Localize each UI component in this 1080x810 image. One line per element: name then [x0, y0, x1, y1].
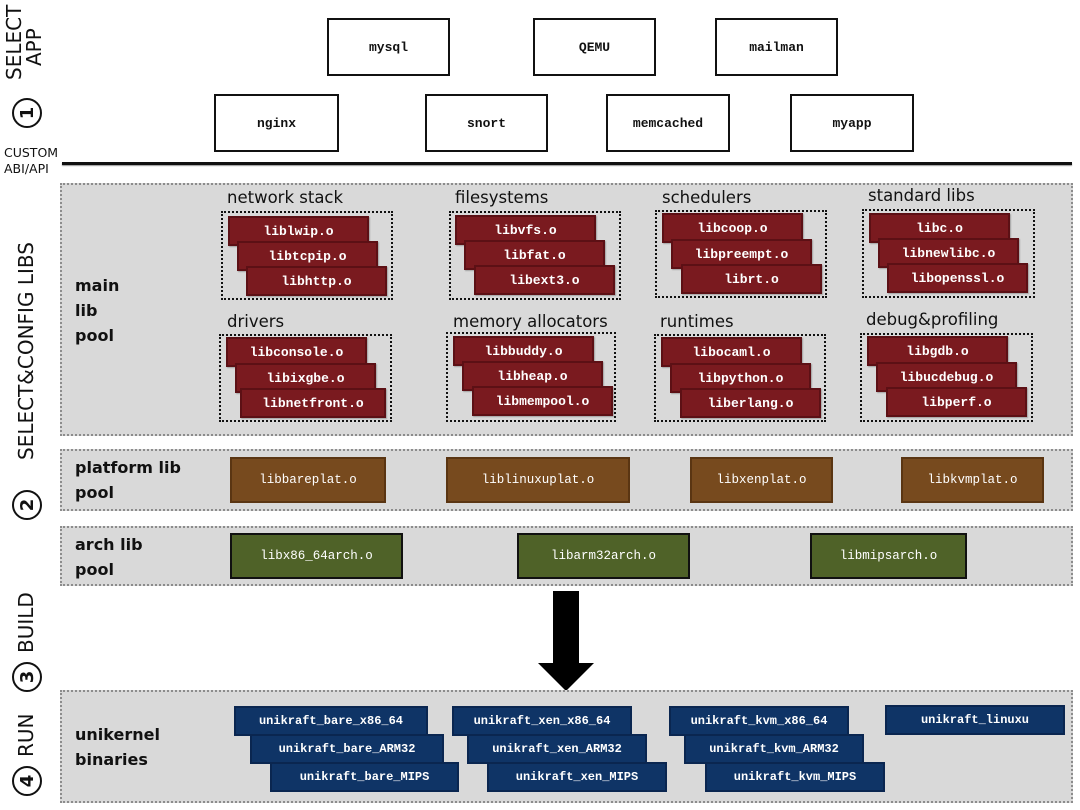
- step1-number: 1: [16, 106, 38, 120]
- binary-unikraft-kvm-x86-64[interactable]: unikraft_kvm_x86_64: [669, 706, 849, 736]
- platform-pool-label-line1: platform lib: [75, 458, 181, 477]
- step3-number-badge: 3: [12, 662, 42, 692]
- group-title-memory-allocators: memory allocators: [453, 312, 608, 331]
- binary-unikraft-linuxu[interactable]: unikraft_linuxu: [885, 705, 1065, 735]
- group-standard-libs: [862, 209, 1035, 298]
- binaries-label-line1: unikernel: [75, 725, 160, 744]
- lib-libopenssl[interactable]: libopenssl.o: [887, 263, 1028, 293]
- app-box-mailman[interactable]: mailman: [715, 18, 838, 76]
- lib-libmempool[interactable]: libmempool.o: [472, 386, 613, 416]
- lib-librt[interactable]: librt.o: [681, 264, 822, 294]
- arch-pool-label-line1: arch lib: [75, 535, 143, 554]
- step1-label: SELECT APP: [2, 4, 46, 80]
- step2-number-badge: 2: [12, 490, 42, 520]
- build-arrow-icon: [538, 591, 594, 691]
- step1-number-badge: 1: [12, 98, 42, 128]
- custom-abi-label: CUSTOM ABI/API: [4, 145, 58, 177]
- lib-libext3[interactable]: libext3.o: [474, 265, 615, 295]
- platform-lib-libkvmplat[interactable]: libkvmplat.o: [901, 457, 1044, 503]
- platform-pool-label-line2: pool: [75, 483, 114, 502]
- platform-lib-pool-label: platform lib pool: [75, 455, 181, 505]
- group-debug-profiling: [860, 333, 1033, 422]
- app-box-snort[interactable]: snort: [425, 94, 548, 152]
- step4-number-badge: 4: [12, 766, 42, 796]
- group-title-runtimes: runtimes: [660, 312, 734, 331]
- main-pool-label-line1: main: [75, 276, 120, 295]
- binary-unikraft-xen-arm32[interactable]: unikraft_xen_ARM32: [467, 734, 647, 764]
- arch-lib-libx86-64arch[interactable]: libx86_64arch.o: [230, 533, 403, 579]
- step1-label-line1: SELECT: [2, 4, 26, 80]
- lib-libnetfront[interactable]: libnetfront.o: [240, 388, 386, 418]
- platform-lib-liblinuxuplat[interactable]: liblinuxuplat.o: [446, 457, 630, 503]
- binary-unikraft-xen-x86-64[interactable]: unikraft_xen_x86_64: [452, 706, 632, 736]
- platform-lib-libbareplat[interactable]: libbareplat.o: [230, 457, 386, 503]
- app-box-mysql[interactable]: mysql: [327, 18, 450, 76]
- group-filesystems: [449, 211, 621, 300]
- lib-libocaml[interactable]: libocaml.o: [661, 337, 802, 367]
- group-runtimes: [654, 334, 826, 422]
- abi-separator-line: [62, 162, 1072, 165]
- lib-libconsole[interactable]: libconsole.o: [226, 337, 367, 367]
- binary-unikraft-kvm-mips[interactable]: unikraft_kvm_MIPS: [705, 762, 885, 792]
- lib-libperf[interactable]: libperf.o: [886, 387, 1027, 417]
- group-title-standard-libs: standard libs: [868, 186, 975, 205]
- app-box-memcached[interactable]: memcached: [606, 94, 730, 152]
- main-pool-label-line2: lib: [75, 301, 98, 320]
- app-box-myapp[interactable]: myapp: [790, 94, 914, 152]
- arch-lib-libarm32arch[interactable]: libarm32arch.o: [517, 533, 690, 579]
- group-title-debug-profiling: debug&profiling: [866, 310, 999, 329]
- binary-unikraft-bare-arm32[interactable]: unikraft_bare_ARM32: [250, 734, 444, 764]
- arch-lib-libmipsarch[interactable]: libmipsarch.o: [810, 533, 967, 579]
- binaries-label-line2: binaries: [75, 750, 148, 769]
- arch-lib-pool-label: arch lib pool: [75, 532, 143, 582]
- arch-pool-label-line2: pool: [75, 560, 114, 579]
- step1-label-line2: APP: [22, 28, 46, 66]
- step4-number: 4: [16, 774, 38, 788]
- group-network-stack: [221, 211, 393, 300]
- binary-unikraft-bare-x86-64[interactable]: unikraft_bare_x86_64: [234, 706, 428, 736]
- binary-unikraft-xen-mips[interactable]: unikraft_xen_MIPS: [487, 762, 667, 792]
- main-lib-pool-label: main lib pool: [75, 273, 119, 348]
- custom-abi-line2: ABI/API: [4, 161, 49, 176]
- group-schedulers: [655, 210, 827, 298]
- group-title-network-stack: network stack: [227, 188, 344, 207]
- app-box-qemu[interactable]: QEMU: [533, 18, 656, 76]
- unikernel-binaries-label: unikernel binaries: [75, 722, 160, 772]
- step4-label: RUN: [14, 713, 38, 758]
- platform-lib-libxenplat[interactable]: libxenplat.o: [690, 457, 833, 503]
- lib-libcoop[interactable]: libcoop.o: [662, 213, 803, 243]
- group-title-drivers: drivers: [227, 312, 285, 331]
- lib-liberlang[interactable]: liberlang.o: [680, 388, 821, 418]
- step3-label: BUILD: [14, 592, 38, 653]
- group-title-filesystems: filesystems: [455, 188, 549, 207]
- main-pool-label-line3: pool: [75, 326, 114, 345]
- binary-unikraft-bare-mips[interactable]: unikraft_bare_MIPS: [270, 762, 459, 792]
- custom-abi-line1: CUSTOM: [4, 145, 59, 160]
- group-memory-allocators: [446, 332, 616, 422]
- group-drivers: [219, 334, 392, 422]
- step3-number: 3: [16, 670, 38, 684]
- group-title-schedulers: schedulers: [662, 188, 752, 207]
- step2-number: 2: [16, 498, 38, 512]
- binary-unikraft-kvm-arm32[interactable]: unikraft_kvm_ARM32: [684, 734, 864, 764]
- app-box-nginx[interactable]: nginx: [214, 94, 339, 152]
- lib-libhttp[interactable]: libhttp.o: [246, 266, 387, 296]
- step2-label: SELECT&CONFIG LIBS: [14, 242, 38, 460]
